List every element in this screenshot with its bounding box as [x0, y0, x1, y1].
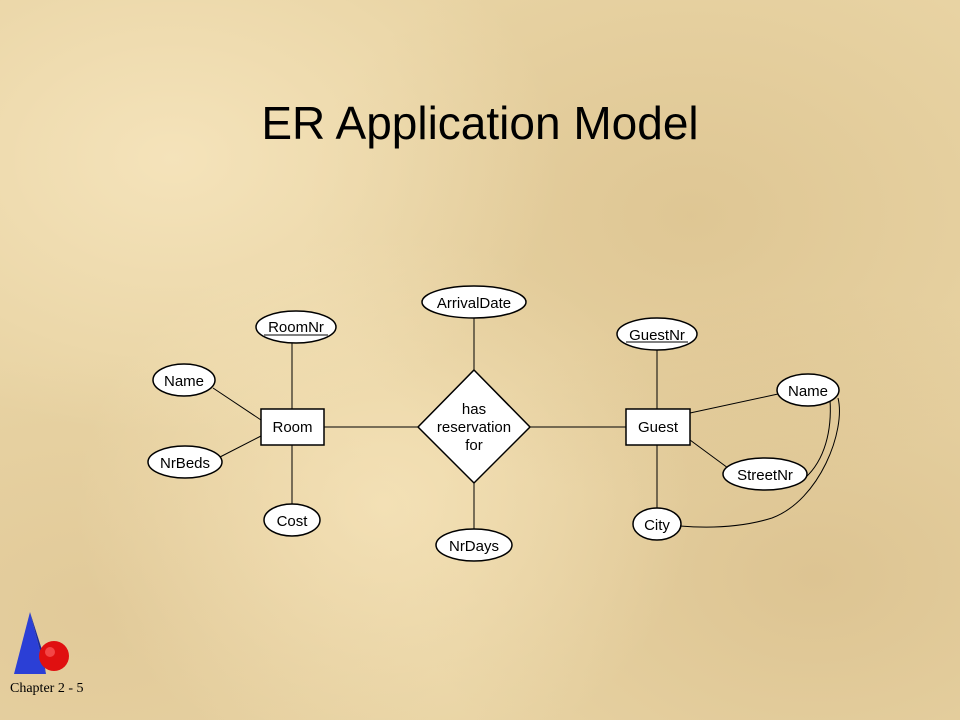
attribute-streetnr-label: StreetNr — [737, 467, 793, 484]
attribute-arrivaldate-label: ArrivalDate — [437, 295, 511, 312]
relationship-line-3: for — [465, 437, 483, 454]
curve-name-city — [679, 397, 840, 528]
line-guest-streetnr — [689, 439, 729, 469]
attribute-streetnr: StreetNr — [722, 457, 808, 491]
attribute-guest-name: Name — [776, 373, 840, 407]
entity-guest-label: Guest — [638, 419, 679, 436]
slide-logo — [14, 612, 69, 674]
attribute-roomnr-label: RoomNr — [268, 319, 324, 336]
attribute-arrivaldate: ArrivalDate — [421, 285, 527, 319]
line-guest-name — [689, 393, 779, 414]
attribute-cost: Cost — [263, 503, 321, 537]
line-nrbeds-room — [219, 435, 262, 458]
attribute-guestnr: GuestNr — [616, 317, 698, 351]
attribute-nrbeds-label: NrBeds — [160, 455, 210, 472]
entity-room: Room — [260, 408, 325, 446]
relationship-line-1: has — [462, 401, 486, 418]
slide-footer: Chapter 2 - 5 — [10, 681, 84, 696]
logo-red-highlight — [45, 647, 55, 657]
attribute-room-name-label: Name — [164, 373, 204, 390]
attribute-guestnr-label: GuestNr — [629, 327, 685, 344]
entity-guest: Guest — [625, 408, 691, 446]
attribute-cost-label: Cost — [277, 513, 309, 530]
attribute-nrbeds: NrBeds — [147, 445, 223, 479]
attribute-nrdays-label: NrDays — [449, 538, 499, 555]
slide-title: ER Application Model — [261, 97, 699, 149]
logo-blue-triangle — [14, 612, 46, 674]
entity-room-label: Room — [272, 419, 312, 436]
attribute-guest-name-label: Name — [788, 383, 828, 400]
attribute-roomnr: RoomNr — [255, 310, 337, 344]
attribute-city: City — [632, 507, 682, 541]
relationship-has-reservation-for: has reservation for — [416, 368, 532, 485]
attribute-city-label: City — [644, 517, 670, 534]
attribute-room-name: Name — [152, 363, 216, 397]
relationship-line-2: reservation — [437, 419, 511, 436]
curve-name-streetnr — [804, 399, 831, 479]
attribute-nrdays: NrDays — [435, 528, 513, 562]
logo-red-circle — [39, 641, 69, 671]
line-name-room — [212, 387, 262, 421]
